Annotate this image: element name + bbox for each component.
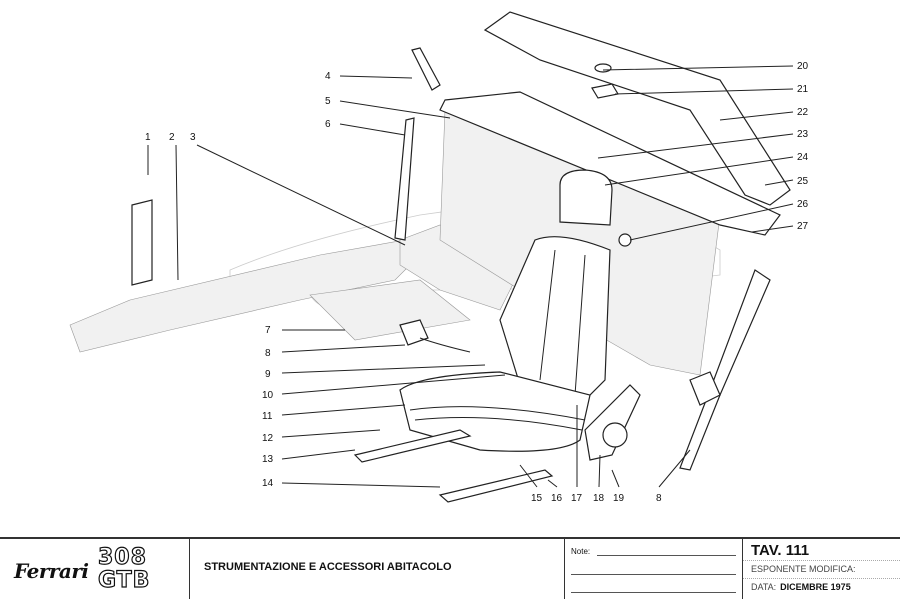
drawing-title: STRUMENTAZIONE E ACCESSORI ABITACOLO xyxy=(204,561,452,573)
callout-27: 27 xyxy=(797,221,809,232)
ferrari-logo: Ferrari xyxy=(14,559,89,583)
belt-buckle xyxy=(689,371,721,406)
callout-9: 9 xyxy=(265,369,271,380)
divider xyxy=(743,560,900,561)
mirror-clip xyxy=(594,63,612,73)
callout-2: 2 xyxy=(169,132,175,143)
callout-14: 14 xyxy=(262,478,274,489)
callout-23: 23 xyxy=(797,129,809,140)
title-cell: STRUMENTAZIONE E ACCESSORI ABITACOLO xyxy=(190,539,565,599)
callout-21: 21 xyxy=(797,84,809,95)
recliner-17 xyxy=(584,384,641,461)
date-row: DATA:DICEMBRE 1975 xyxy=(751,582,851,592)
callout-12: 12 xyxy=(262,433,274,444)
seat xyxy=(353,169,641,503)
callout-19: 19 xyxy=(613,493,625,504)
parts-diagram: 1 2 3 4 5 6 7 8 9 10 11 12 13 14 15 16 1… xyxy=(69,11,809,504)
title-block: Ferrari 308 GTB STRUMENTAZIONE E ACCESSO… xyxy=(0,537,900,599)
notes-line xyxy=(571,592,736,593)
clip-26 xyxy=(618,233,632,247)
callout-16: 16 xyxy=(551,493,563,504)
side-trim-1 xyxy=(131,199,153,286)
interior-light xyxy=(591,83,619,99)
callouts: 1 2 3 4 5 6 7 8 9 10 11 12 13 14 15 16 1… xyxy=(145,61,809,504)
callout-3: 3 xyxy=(190,132,196,143)
callout-22: 22 xyxy=(797,107,809,118)
callout-11: 11 xyxy=(262,411,273,422)
date-value: DICEMBRE 1975 xyxy=(780,582,851,592)
parcel-shelf xyxy=(439,91,781,236)
callout-5: 5 xyxy=(325,96,331,107)
callout-10: 10 xyxy=(262,390,274,401)
leader-lines xyxy=(147,65,794,488)
callout-17: 17 xyxy=(571,493,583,504)
callout-7: 7 xyxy=(265,325,271,336)
model-name: GTB xyxy=(97,568,151,593)
table-number: TAV. 111 xyxy=(751,542,810,559)
revision-label: ESPONENTE MODIFICA: xyxy=(751,564,856,574)
notes-line xyxy=(571,574,736,575)
divider xyxy=(743,578,900,579)
callout-24: 24 xyxy=(797,152,809,163)
callout-26: 26 xyxy=(797,199,809,210)
recliner-knob xyxy=(602,422,628,448)
pillar-trim-6 xyxy=(394,117,415,241)
callout-13: 13 xyxy=(262,454,274,465)
callout-8: 8 xyxy=(265,348,271,359)
floor-mat-7 xyxy=(309,279,471,341)
table-cell: TAV. 111 ESPONENTE MODIFICA: DATA:DICEMB… xyxy=(743,539,900,599)
callout-25: 25 xyxy=(797,176,809,187)
callout-4: 4 xyxy=(325,71,331,82)
callout-18: 18 xyxy=(593,493,605,504)
floor-mat-3 xyxy=(399,224,521,311)
notes-line xyxy=(597,555,736,556)
seat-rail-13 xyxy=(353,429,472,463)
callout-8-belt: 8 xyxy=(656,493,662,504)
callout-15: 15 xyxy=(531,493,543,504)
callout-6: 6 xyxy=(325,119,331,130)
model-number: 308 xyxy=(97,545,147,570)
callout-1: 1 xyxy=(145,132,151,143)
date-label: DATA: xyxy=(751,582,777,592)
headrest xyxy=(559,169,613,226)
seat-rail-15 xyxy=(438,469,554,503)
rear-window-frame xyxy=(483,11,791,206)
notes-label: Note: xyxy=(571,547,591,556)
callout-20: 20 xyxy=(797,61,809,72)
notes-cell: Note: xyxy=(565,539,743,599)
sill-carpet xyxy=(69,199,411,353)
pillar-trim-4 xyxy=(411,47,441,91)
seat-cushion xyxy=(399,371,591,452)
logo-cell: Ferrari 308 GTB xyxy=(0,539,190,599)
